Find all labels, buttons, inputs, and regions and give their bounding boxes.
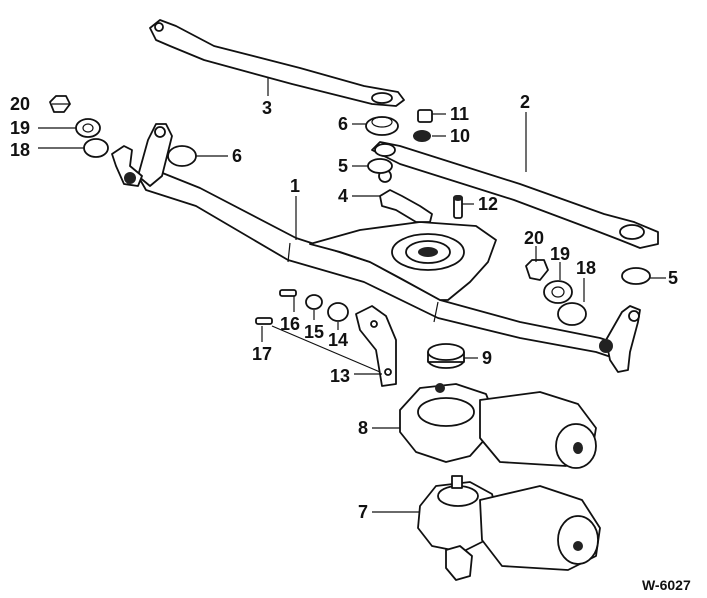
nut-20-right	[525, 259, 549, 281]
callout-1: 1	[290, 176, 300, 196]
frame-tube-1	[111, 123, 641, 373]
callout-7: 7	[358, 502, 368, 522]
screw-12	[453, 195, 463, 219]
mount-bracket-13	[355, 305, 397, 387]
callout-19-right: 19	[550, 244, 570, 264]
grommet-9	[427, 343, 465, 369]
link-rod-3	[149, 19, 405, 107]
screw-16	[279, 289, 297, 297]
callout-17: 17	[252, 344, 272, 364]
washer-5-upper	[367, 158, 393, 174]
callout-10: 10	[450, 126, 470, 146]
spacer-15	[305, 294, 323, 310]
callout-18-right: 18	[576, 258, 596, 278]
bushing-18-left	[83, 138, 109, 158]
link-rod-2	[371, 141, 659, 249]
washer-19-right	[543, 280, 573, 304]
grommet-6-upper	[365, 116, 399, 136]
callout-12: 12	[478, 194, 498, 214]
callout-13: 13	[330, 366, 350, 386]
callout-6-upper: 6	[338, 114, 348, 134]
bracket-4	[378, 169, 433, 223]
callout-4: 4	[338, 186, 348, 206]
callout-11: 11	[450, 104, 469, 124]
leader-lines	[38, 78, 666, 513]
callout-19-left: 19	[10, 118, 30, 138]
callout-5-right: 5	[668, 268, 678, 288]
nut-11	[417, 109, 433, 123]
bushing-14	[327, 302, 349, 322]
callout-6-left: 6	[232, 146, 242, 166]
callout-20-right: 20	[524, 228, 544, 248]
callout-20-left: 20	[10, 94, 30, 114]
washer-5-right	[621, 267, 651, 285]
callout-labels: 20 19 18 3 6 6 5 4 11 10 12 1 2 5 20 19 …	[10, 92, 691, 593]
wiper-motor-8	[399, 383, 597, 469]
callout-2: 2	[520, 92, 530, 112]
callout-15: 15	[304, 322, 324, 342]
screw-17	[255, 317, 273, 325]
figure-code: W-6027	[642, 577, 691, 593]
callout-14: 14	[328, 330, 348, 350]
grommet-6-left	[167, 145, 197, 167]
washer-19-left	[75, 118, 101, 138]
callout-8: 8	[358, 418, 368, 438]
wiper-motor-7	[417, 475, 601, 581]
washer-10	[413, 130, 431, 142]
callout-5-upper: 5	[338, 156, 348, 176]
callout-16: 16	[280, 314, 300, 334]
callout-18-left: 18	[10, 140, 30, 160]
callout-3: 3	[262, 98, 272, 118]
bushing-18-right	[557, 302, 587, 326]
callout-9: 9	[482, 348, 492, 368]
